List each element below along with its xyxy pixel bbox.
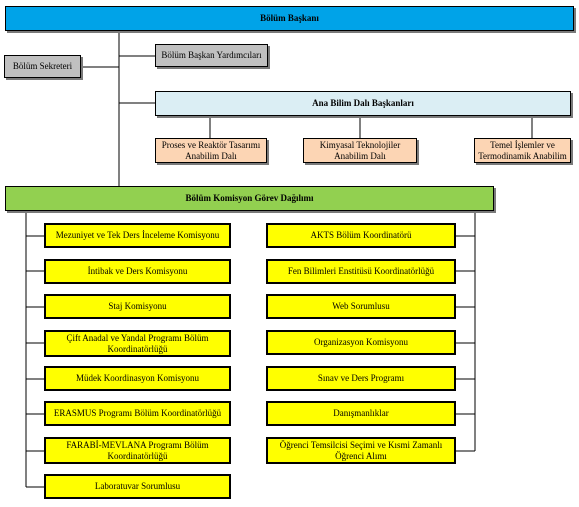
commission-item-box: Organizasyon Komisyonu — [266, 330, 456, 355]
commission-item-box: Laboratuvar Sorumlusu — [44, 474, 231, 499]
commission-item-box: AKTS Bölüm Koordinatörü — [266, 223, 456, 248]
division-box: Proses ve Reaktör Tasarımı Anabilim Dalı — [155, 138, 267, 163]
commission-item-box: Staj Komisyonu — [44, 294, 231, 319]
commission-item-box: Müdek Koordinasyon Komisyonu — [44, 366, 231, 391]
commission-item-box: Çift Anadal ve Yandal Programı Bölüm Koo… — [44, 330, 231, 357]
commission-item-box: ERASMUS Programı Bölüm Koordinatörlüğü — [44, 401, 231, 426]
secretary-box: Bölüm Sekreteri — [4, 55, 81, 78]
commission-item-box: Danışmanlıklar — [266, 401, 456, 426]
commission-item-box: Öğrenci Temsilcisi Seçimi ve Kısmi Zaman… — [266, 437, 456, 464]
assistants-box: Bölüm Başkan Yardımcıları — [155, 44, 268, 67]
division-heads-box: Ana Bilim Dalı Başkanları — [155, 91, 571, 116]
commission-item-box: Fen Bilimleri Enstitüsü Koordinatörlüğü — [266, 259, 456, 284]
division-box: Temel İşlemler ve Termodinamik Anabilim — [474, 138, 571, 163]
commission-item-box: İntibak ve Ders Komisyonu — [44, 259, 231, 284]
commission-item-box: Web Sorumlusu — [266, 294, 456, 319]
commission-item-box: FARABİ-MEVLANA Programı Bölüm Koordinatö… — [44, 437, 231, 464]
commission-item-box: Sınav ve Ders Programı — [266, 366, 456, 391]
division-box: Kimyasal Teknolojiler Anabilim Dalı — [303, 138, 417, 163]
commission-box: Bölüm Komisyon Görev Dağılımı — [5, 186, 494, 211]
commission-item-box: Mezuniyet ve Tek Ders İnceleme Komisyonu — [44, 223, 231, 248]
department-head-box: Bölüm Başkanı — [5, 6, 574, 31]
